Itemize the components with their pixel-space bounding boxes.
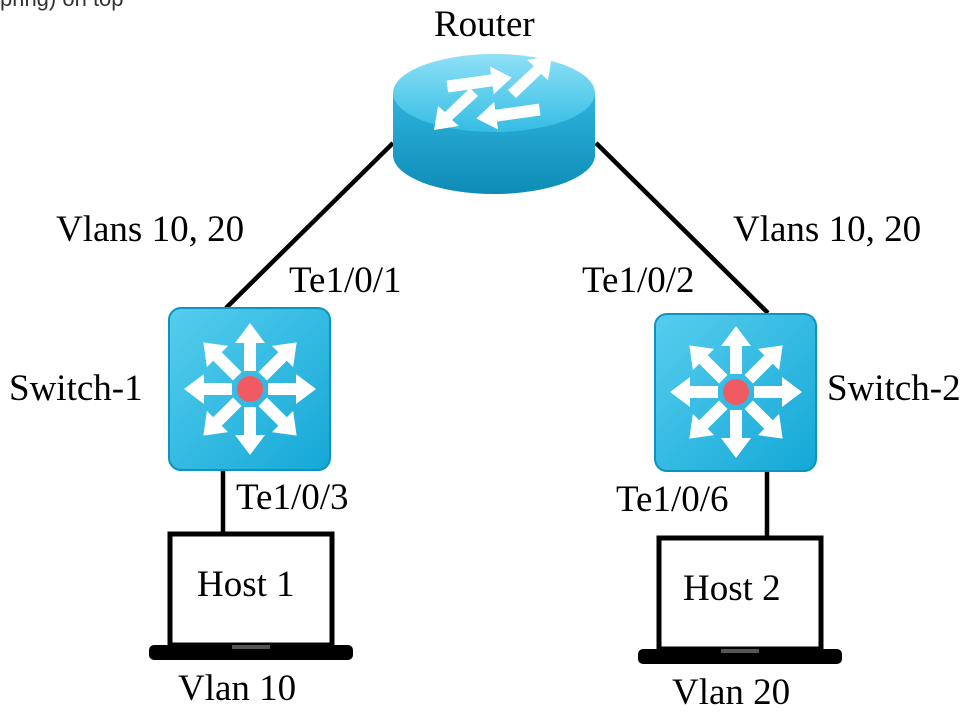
switch-arrow-glyph (689, 400, 728, 439)
switch-arrow-glyph (184, 374, 232, 404)
cropped-header-text: pring) on top (0, 0, 124, 12)
switch-arrow-glyph (235, 407, 265, 455)
switch-arrow-glyph (203, 342, 242, 381)
host-2-label: Host 2 (683, 568, 781, 609)
switch-arrow-glyph (744, 400, 783, 439)
left-link-vlans-label: Vlans 10, 20 (56, 209, 245, 250)
switch-2-icon (654, 313, 817, 472)
switch-arrow-glyph (203, 397, 242, 436)
switch-2-label: Switch-2 (827, 368, 961, 409)
switch-arrow-glyph (721, 326, 751, 374)
links (220, 141, 770, 537)
switch-arrow-glyph (744, 345, 783, 384)
host-1-laptop-icon (149, 531, 353, 660)
host-1-vlan-label: Vlan 10 (178, 668, 297, 709)
host-1-label: Host 1 (197, 564, 295, 605)
switch-1-label: Switch-1 (9, 368, 143, 409)
host-2-laptop-icon (638, 535, 842, 664)
host-2-vlan-label: Vlan 20 (672, 672, 791, 713)
switch-arrow-glyph (258, 397, 297, 436)
switch-arrow-glyph (268, 374, 316, 404)
switch-1-uplink-port-label: Te1/0/1 (289, 260, 402, 301)
router-label: Router (434, 4, 535, 45)
switch-1-host-port-label: Te1/0/3 (236, 477, 349, 518)
switch-arrow-glyph (670, 377, 718, 407)
switch-arrow-glyph (235, 323, 265, 371)
router-icon (393, 54, 595, 194)
link-router-switch2 (594, 141, 770, 315)
switch-2-uplink-port-label: Te1/0/2 (582, 260, 695, 301)
switch-2-host-port-label: Te1/0/6 (616, 479, 729, 520)
switch-1-icon (168, 307, 331, 471)
switch-arrow-glyph (689, 345, 728, 384)
switch-arrow-glyph (721, 410, 751, 458)
right-link-vlans-label: Vlans 10, 20 (733, 209, 922, 250)
link-router-switch1 (224, 141, 395, 310)
switch-arrow-glyph (754, 377, 802, 407)
switch-arrow-glyph (258, 342, 297, 381)
